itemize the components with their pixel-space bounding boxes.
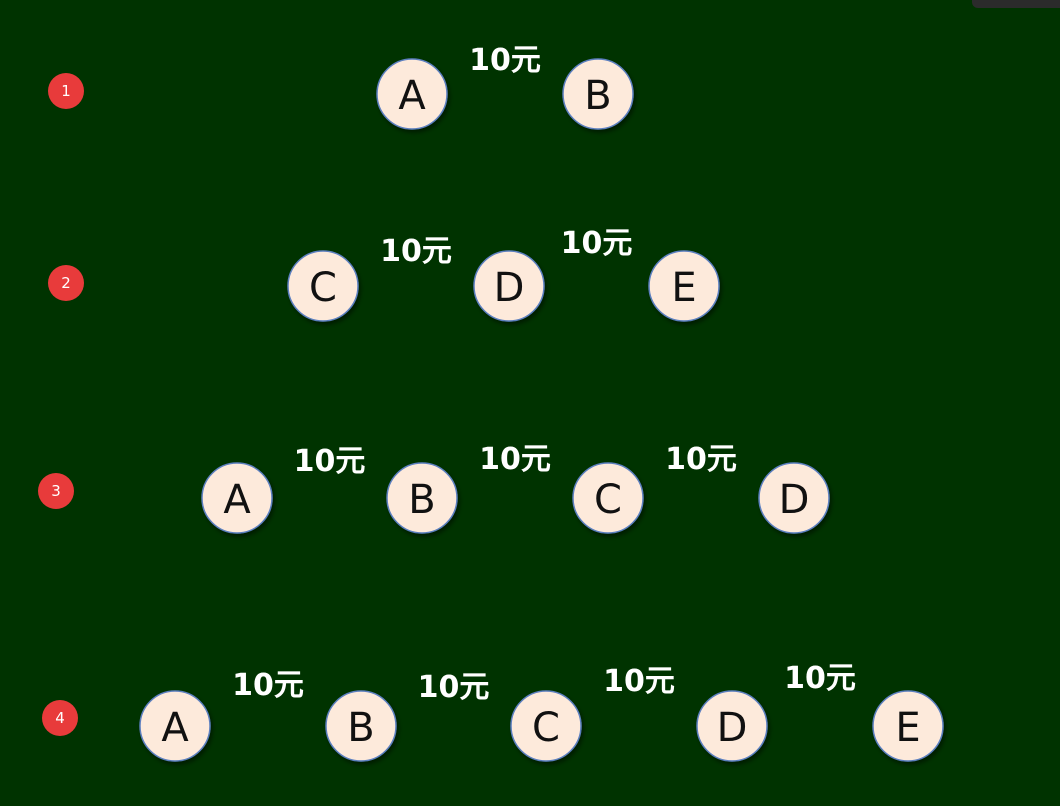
node-label: D <box>717 705 748 751</box>
node-circle <box>510 690 582 762</box>
node-circle <box>386 462 458 534</box>
node-circle <box>473 250 545 322</box>
node-circle <box>758 462 830 534</box>
edge-price-label: 10元 <box>469 43 541 78</box>
node-E: E <box>872 690 944 762</box>
node-C: C <box>287 250 359 322</box>
edge-price-label: 10元 <box>380 234 452 269</box>
node-A: A <box>139 690 211 762</box>
edge-price-label: 10元 <box>561 226 633 261</box>
node-circle <box>201 462 273 534</box>
node-label: D <box>779 477 810 523</box>
window-corner-tab <box>972 0 1060 8</box>
node-circle <box>139 690 211 762</box>
node-label: B <box>584 73 611 119</box>
node-label: D <box>494 265 525 311</box>
row-1: 10元 A B 1 <box>48 43 634 130</box>
node-A: A <box>376 58 448 130</box>
node-label: A <box>161 705 189 751</box>
edge-price-label: 10元 <box>784 661 856 696</box>
row-number-badge: 2 <box>48 265 84 301</box>
node-label: B <box>408 477 435 523</box>
row-number-badge: 1 <box>48 73 84 109</box>
node-A: A <box>201 462 273 534</box>
row-4: 10元 10元 10元 10元 A B C D E 4 <box>42 661 944 762</box>
badge-circle <box>48 73 84 109</box>
row-3: 10元 10元 10元 A B C D 3 <box>38 442 830 534</box>
node-label: C <box>532 705 560 751</box>
edge-price-label: 10元 <box>418 670 490 705</box>
badge-number: 1 <box>61 82 71 100</box>
node-circle <box>376 58 448 130</box>
node-D: D <box>473 250 545 322</box>
node-B: B <box>386 462 458 534</box>
node-E: E <box>648 250 720 322</box>
badge-circle <box>38 473 74 509</box>
row-number-badge: 3 <box>38 473 74 509</box>
node-circle <box>872 690 944 762</box>
node-D: D <box>758 462 830 534</box>
row-2: 10元 10元 C D E 2 <box>48 226 720 322</box>
badge-number: 4 <box>55 709 65 727</box>
node-circle <box>325 690 397 762</box>
node-circle <box>562 58 634 130</box>
node-circle <box>696 690 768 762</box>
edge-price-label: 10元 <box>603 664 675 699</box>
node-D: D <box>696 690 768 762</box>
node-C: C <box>510 690 582 762</box>
node-circle <box>648 250 720 322</box>
edge-price-label: 10元 <box>665 442 737 477</box>
node-circle <box>572 462 644 534</box>
node-label: A <box>398 73 426 119</box>
node-C: C <box>572 462 644 534</box>
edge-price-label: 10元 <box>232 668 304 703</box>
node-label: B <box>347 705 374 751</box>
node-B: B <box>325 690 397 762</box>
badge-number: 3 <box>51 482 61 500</box>
node-label: A <box>223 477 251 523</box>
badge-circle <box>42 700 78 736</box>
edge-price-label: 10元 <box>479 442 551 477</box>
row-number-badge: 4 <box>42 700 78 736</box>
node-label: E <box>671 265 696 311</box>
badge-circle <box>48 265 84 301</box>
badge-number: 2 <box>61 274 71 292</box>
node-B: B <box>562 58 634 130</box>
edge-price-label: 10元 <box>294 444 366 479</box>
node-label: C <box>309 265 337 311</box>
node-label: C <box>594 477 622 523</box>
node-label: E <box>895 705 920 751</box>
node-circle <box>287 250 359 322</box>
